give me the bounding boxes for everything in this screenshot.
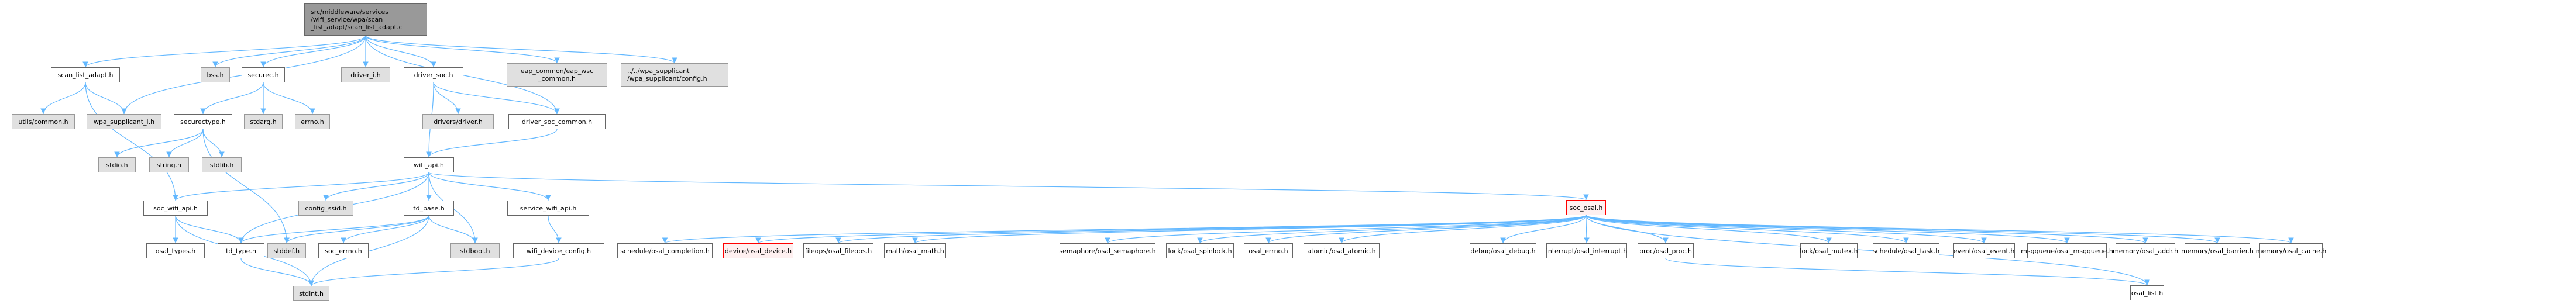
node-stdint-h[interactable]: stdint.h [293,286,329,301]
node-osal-math-h[interactable]: math/osal_math.h [884,243,946,258]
node-osal-debug-h[interactable]: debug/osal_debug.h [1470,243,1536,258]
node-scan-list-adapt-h[interactable]: scan_list_adapt.h [51,67,120,82]
node-osal-types-h[interactable]: osal_types.h [146,243,205,258]
node-td-base-h[interactable]: td_base.h [404,201,454,216]
edge-scan_list_adapt_h-to-wpa_supplicant_i_h [85,82,127,115]
edge-securectype_h-to-stdio_h [114,129,204,158]
edge-wifi_api_h-to-soc_wifi_api_h [173,172,429,201]
node-driver-soc-h[interactable]: driver_soc.h [404,67,463,82]
node-osal-list-h[interactable]: osal_list.h [2130,285,2164,300]
edge-wifi_api_h-to-soc_osal_h [428,172,1588,201]
edge-soc_osal_h-to-osal_cache_h [1586,215,2294,244]
node-osal-fileops-h[interactable]: fileops/osal_fileops.h [803,243,873,258]
node-driver-i-h[interactable]: driver_i.h [341,67,390,82]
edge-td_base_h-to-soc_errno_h [341,215,429,244]
node-stdbool-h[interactable]: stdbool.h [450,243,500,258]
node-osal-addr-h[interactable]: memory/osal_addr.h [2113,243,2178,258]
edge-soc_osal_h-to-osal_list_h [1586,215,2150,286]
node-soc-osal-h[interactable]: soc_osal.h [1566,200,1606,215]
node-osal-event-h[interactable]: event/osal_event.h [1953,243,2015,258]
edge-soc_osal_h-to-osal_mutex_h [1586,215,1832,244]
edge-wifi_api_h-to-config_ssid_h [323,172,429,201]
edge-soc_osal_h-to-osal_addr_h [1586,215,2148,244]
node-osal-errno-h[interactable]: osal_errno.h [1244,243,1293,258]
edge-soc_osal_h-to-osal_msgqueue_h [1586,215,2070,244]
edge-soc_osal_h-to-osal_spinlock_h [1197,215,1587,244]
node-stdlib-h[interactable]: stdlib.h [202,157,242,172]
edge-soc_wifi_api_h-to-td_type_h [175,215,244,244]
node-wpa-config-h[interactable]: ../../wpa_supplicant /wpa_supplicant/con… [621,63,728,87]
node-config-ssid-h[interactable]: config_ssid.h [298,201,353,216]
edge-root-to-eap_wsc_common_h [365,35,560,64]
edge-root-to-scan_list_adapt_h [82,35,366,68]
edge-securectype_h-to-stdlib_h [202,129,225,158]
edge-service_wifi_api_h-to-wifi_device_config_h [548,215,562,244]
edge-securec_h-to-errno_h [263,82,315,115]
node-bss-h[interactable]: bss.h [201,67,230,82]
edge-soc_osal_h-to-osal_atomic_h [1339,215,1587,244]
edge-root-to-bss_h [212,35,366,68]
edge-driver_soc_h-to-driver_soc_common_h [433,82,560,115]
node-stdio-h[interactable]: stdio.h [98,157,136,172]
edge-soc_osal_h-to-osal_math_h [912,215,1587,244]
edge-td_base_h-to-stddef_h [284,215,429,244]
edge-td_base_h-to-stdbool_h [428,215,478,244]
node-osal-cache-h[interactable]: memory/osal_cache.h [2256,243,2326,258]
node-soc-errno-h[interactable]: soc_errno.h [318,243,369,258]
edge-soc_osal_h-to-osal_barrier_h [1586,215,2220,244]
node-eap-wsc-common-h[interactable]: eap_common/eap_wsc _common.h [507,63,607,87]
edge-td_base_h-to-td_type_h [238,215,429,244]
node-utils-common-h[interactable]: utils/common.h [12,114,75,129]
node-securec-h[interactable]: securec.h [242,67,285,82]
edge-soc_osal_h-to-osal_errno_h [1265,215,1587,244]
edge-soc_osal_h-to-osal_semaphore_h [1105,215,1587,244]
edge-scan_list_adapt_h-to-utils_common_h [40,82,86,115]
node-osal-interrupt-h[interactable]: interrupt/osal_interrupt.h [1546,243,1627,258]
node-drivers-driver-h[interactable]: drivers/driver.h [422,114,494,129]
edge-osal_proc_h-to-osal_list_h [1665,258,2150,286]
edge-soc_osal_h-to-osal_interrupt_h [1584,215,1590,244]
node-service-wifi-api-h[interactable]: service_wifi_api.h [507,201,589,216]
node-osal-device-h[interactable]: device/osal_device.h [723,243,793,258]
node-wifi-device-config-h[interactable]: wifi_device_config.h [513,243,604,258]
edge-wifi_api_h-to-service_wifi_api_h [428,172,551,201]
edge-root-to-driver_soc_h [365,35,436,68]
edge-securectype_h-to-string_h [166,129,204,158]
edge-wifi_device_config_h-to-stdint_h [308,258,559,286]
edge-scan_list_adapt_h-to-soc_wifi_api_h [85,82,178,201]
node-stdarg-h[interactable]: stdarg.h [244,114,283,129]
node-stddef-h[interactable]: stddef.h [267,243,306,258]
node-root[interactable]: src/middleware/services /wifi_service/wp… [304,3,427,36]
node-securectype-h[interactable]: securectype.h [174,114,232,129]
node-wifi-api-h[interactable]: wifi_api.h [404,157,454,172]
node-td-type-h[interactable]: td_type.h [218,243,264,258]
node-osal-completion-h[interactable]: schedule/osal_completion.h [617,243,713,258]
node-errno-h[interactable]: errno.h [295,114,330,129]
node-osal-task-h[interactable]: schedule/osal_task.h [1873,243,1939,258]
node-osal-spinlock-h[interactable]: lock/osal_spinlock.h [1166,243,1234,258]
edge-root-to-wpa_config_h [365,35,677,64]
node-osal-atomic-h[interactable]: atomic/osal_atomic.h [1304,243,1380,258]
edge-td_type_h-to-stdint_h [240,258,314,286]
node-osal-proc-h[interactable]: proc/osal_proc.h [1638,243,1694,258]
edge-td_base_h-to-stdint_h [308,215,429,286]
edge-soc_osal_h-to-osal_task_h [1586,215,1909,244]
edge-root-to-securec_h [260,35,366,68]
node-osal-msgqueue-h[interactable]: msgqueue/osal_msgqueue.h [2021,243,2113,258]
edge-driver_soc_h-to-drivers_driver_h [433,82,461,115]
edge-securectype_h-to-stddef_h [202,129,290,244]
edge-securec_h-to-securectype_h [200,82,264,115]
node-soc-wifi-api-h[interactable]: soc_wifi_api.h [143,201,208,216]
node-osal-barrier-h[interactable]: memory/osal_barrier.h [2181,243,2254,258]
node-osal-mutex-h[interactable]: lock/osal_mutex.h [1800,243,1858,258]
node-wpa-supplicant-i-h[interactable]: wpa_supplicant_i.h [87,114,161,129]
edge-soc_osal_h-to-osal_event_h [1586,215,1987,244]
node-string-h[interactable]: string.h [149,157,189,172]
node-driver-soc-common-h[interactable]: driver_soc_common.h [508,114,606,129]
edge-driver_soc_common_h-to-wifi_api_h [426,129,558,158]
edge-soc_osal_h-to-osal_debug_h [1500,215,1587,244]
node-osal-semaphore-h[interactable]: semaphore/osal_semaphore.h [1059,243,1156,258]
